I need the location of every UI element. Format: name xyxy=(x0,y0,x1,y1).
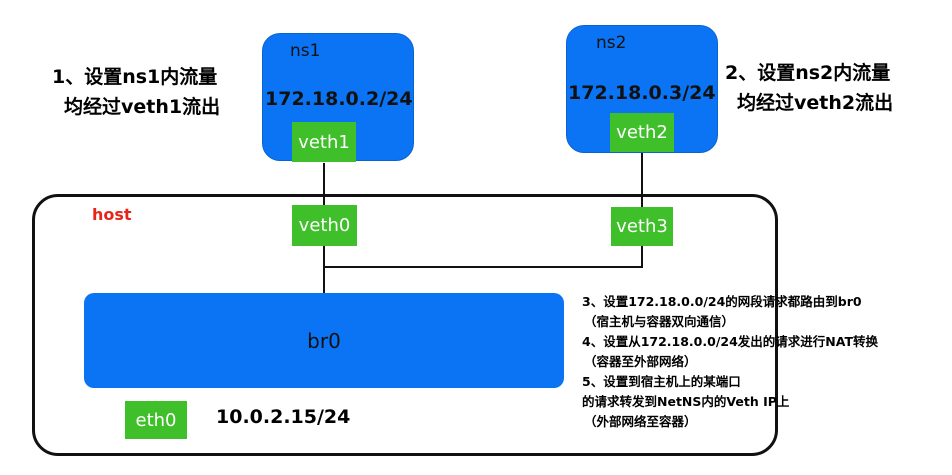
wire-horizontal-link xyxy=(323,266,643,268)
host-note-4-sub: （容器至外部网络） xyxy=(584,354,697,369)
ns2-note: 2、设置ns2内流量 均经过veth2流出 xyxy=(725,58,893,118)
veth2-interface: veth2 xyxy=(610,113,674,152)
ns2-note-line2: 均经过veth2流出 xyxy=(737,92,894,114)
host-note-3: 3、设置172.18.0.0/24的网段请求都路由到br0 xyxy=(582,294,862,309)
wire-veth0-br0 xyxy=(323,246,325,293)
host-note-3-sub: （宿主机与容器双向通信） xyxy=(584,314,735,329)
wire-veth2-veth3 xyxy=(641,152,643,207)
ns1-note-line1: 1、设置ns1内流量 xyxy=(52,66,218,88)
wire-veth1-veth0 xyxy=(323,163,325,205)
host-label: host xyxy=(92,205,132,224)
host-note-4: 4、设置从172.18.0.0/24发出的请求进行NAT转换 xyxy=(582,334,878,349)
host-box xyxy=(32,194,778,456)
host-note-5-cont: 的请求转发到NetNS内的Veth IP上 xyxy=(582,394,790,409)
ns1-note: 1、设置ns1内流量 均经过veth1流出 xyxy=(52,62,220,122)
host-note-5: 5、设置到宿主机上的某端口 xyxy=(582,374,741,389)
veth0-interface: veth0 xyxy=(292,205,357,246)
ns1-title: ns1 xyxy=(290,41,321,61)
veth1-interface: veth1 xyxy=(292,122,356,162)
ns2-ip: 172.18.0.3/24 xyxy=(568,82,716,104)
ns1-ip: 172.18.0.2/24 xyxy=(265,88,413,110)
eth0-ip: 10.0.2.15/24 xyxy=(216,406,351,428)
ns1-note-line2: 均经过veth1流出 xyxy=(64,96,221,118)
host-note-5-sub: （外部网络至容器） xyxy=(584,414,697,429)
ns2-title: ns2 xyxy=(596,33,627,53)
veth3-interface: veth3 xyxy=(611,207,673,246)
host-notes: 3、设置172.18.0.0/24的网段请求都路由到br0 （宿主机与容器双向通… xyxy=(582,292,878,432)
br0-bridge: br0 xyxy=(84,293,564,388)
ns2-note-line1: 2、设置ns2内流量 xyxy=(725,62,891,84)
eth0-interface: eth0 xyxy=(125,401,187,439)
wire-veth3-down xyxy=(641,246,643,268)
